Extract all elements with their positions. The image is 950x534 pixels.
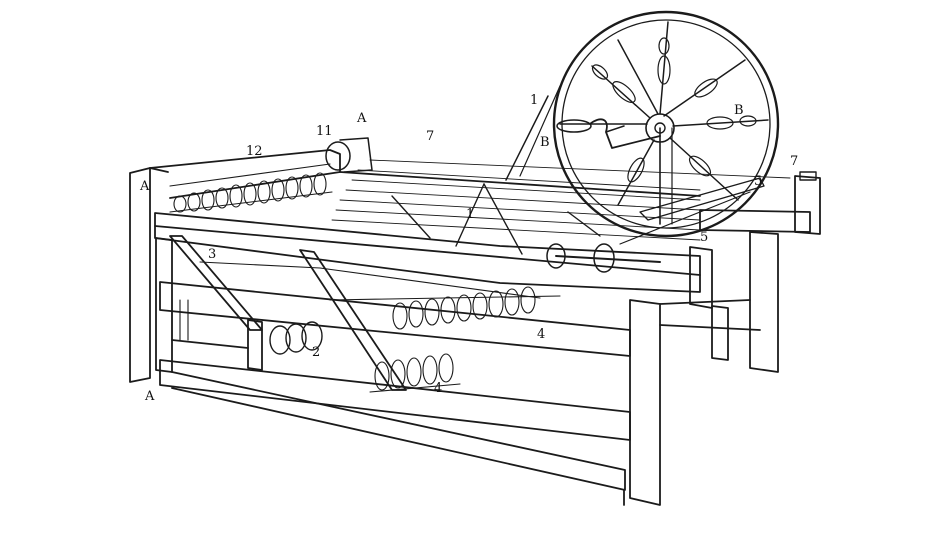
driving-wheel xyxy=(505,10,780,238)
label-pulley-5-front: 5 xyxy=(700,230,709,245)
label-creel-4-front: 4 xyxy=(434,381,443,396)
label-bobbin-3: 3 xyxy=(208,247,217,262)
label-warp-1-center: 1 xyxy=(466,207,475,222)
label-frame-top-a: A xyxy=(357,111,367,126)
label-carriage-7-right: 7 xyxy=(790,154,799,169)
carriage-threads xyxy=(331,159,791,273)
label-frame-left-a: A xyxy=(140,179,150,194)
spindle-row xyxy=(169,137,373,213)
crank-handle xyxy=(556,118,661,149)
label-wheel-b-right: B xyxy=(734,103,744,118)
label-roller-12: 12 xyxy=(246,144,263,159)
end-post xyxy=(799,171,817,181)
label-driving-band-1: 1 xyxy=(530,93,539,108)
label-creel-4-back: 4 xyxy=(537,327,546,342)
main-frame xyxy=(129,149,821,506)
label-frame-bottom-a: A xyxy=(145,389,155,404)
label-bobbins-2: 2 xyxy=(312,345,321,360)
label-pulley-11: 11 xyxy=(316,124,333,139)
bobbin-creels xyxy=(171,261,561,393)
wheel-spokes xyxy=(559,21,769,206)
label-pulley-5-right: 5 xyxy=(754,174,763,189)
label-carriage-7-top: 7 xyxy=(426,129,435,144)
spoke-beads xyxy=(591,37,757,183)
label-wheel-b-left: B xyxy=(540,135,550,150)
